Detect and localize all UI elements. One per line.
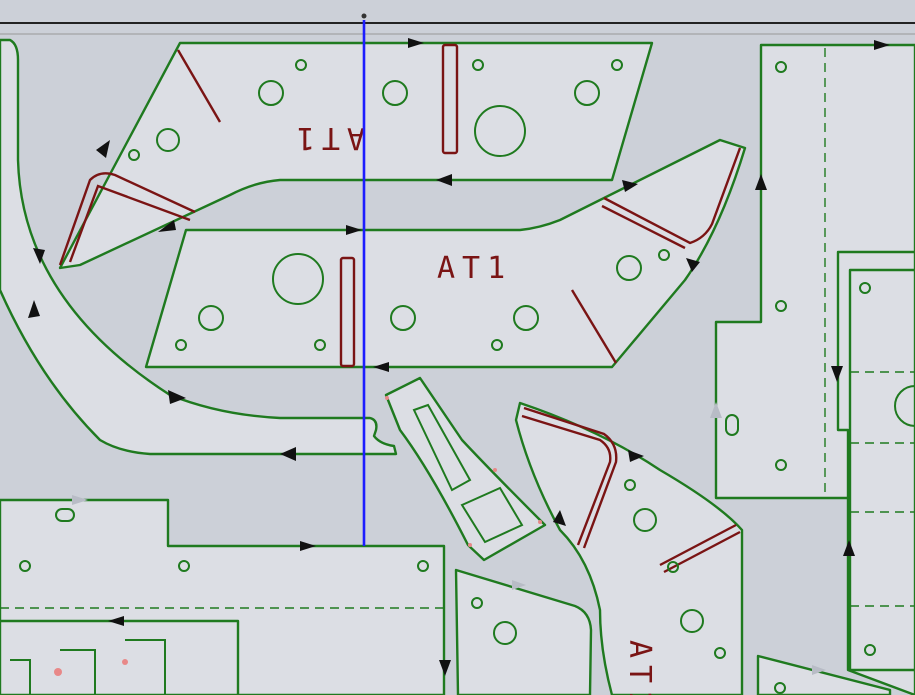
direction-arrow — [686, 258, 700, 272]
curved-strip-part[interactable] — [0, 38, 398, 456]
middle-part-slot-3 — [603, 147, 742, 245]
direction-arrow — [168, 390, 186, 404]
top-part-slot-3b — [68, 184, 191, 263]
bracket-cutout-1 — [412, 403, 472, 492]
small-bracket-part[interactable] — [384, 376, 547, 562]
middle-part-slot-1 — [339, 256, 356, 368]
ghost-arrow — [512, 580, 526, 590]
direction-arrow — [33, 248, 45, 264]
direction-arrow — [158, 220, 176, 232]
direction-arrow — [553, 510, 566, 526]
direction-arrow — [831, 366, 843, 382]
top-part-hole — [574, 80, 600, 106]
marker-dot — [538, 520, 542, 524]
middle-part-hole — [198, 305, 224, 331]
direction-arrow — [436, 174, 452, 186]
direction-arrow — [300, 541, 316, 551]
top-part-small-hole — [472, 59, 484, 71]
far-right-inner-plate[interactable] — [848, 268, 915, 672]
direction-arrow — [408, 38, 424, 48]
direction-arrow — [373, 362, 389, 372]
middle-part-small-hole — [314, 339, 326, 351]
wedge-small-hole — [667, 561, 679, 573]
plate-small-hole — [417, 560, 429, 572]
top-part-hole — [258, 80, 284, 106]
ghost-arrow — [710, 402, 722, 418]
slot-hole — [725, 414, 739, 436]
ghost-arrow — [812, 665, 826, 675]
middle-part-small-hole — [658, 249, 670, 261]
plate-small-hole — [859, 282, 871, 294]
marker-dot — [468, 543, 472, 547]
origin-point — [361, 13, 367, 19]
wedge-slot-1 — [521, 414, 612, 546]
top-part-small-hole — [295, 59, 307, 71]
wedge-small-hole — [624, 479, 636, 491]
middle-part-small-hole — [175, 339, 187, 351]
bracket-cutout-2 — [460, 486, 524, 544]
top-part-etch-label: AT1 — [290, 120, 365, 155]
direction-arrow — [874, 40, 890, 50]
direction-arrow — [346, 225, 362, 235]
top-part-small-hole — [611, 59, 623, 71]
plate-small-hole — [178, 560, 190, 572]
middle-part-hole — [616, 255, 642, 281]
direction-arrow — [108, 616, 124, 626]
bottom-left-cutout — [10, 639, 166, 695]
wedge-slot-2 — [663, 530, 741, 574]
top-part-slot-2 — [441, 43, 459, 155]
direction-arrow — [843, 540, 855, 556]
slot-hole — [55, 508, 75, 522]
marker-dot — [54, 668, 62, 676]
top-part-large-hole — [474, 105, 526, 157]
wedge-hole — [633, 508, 657, 532]
ghost-arrow — [72, 495, 88, 505]
lower-middle-plate[interactable] — [454, 568, 593, 695]
plate-small-hole — [471, 597, 483, 609]
wedge-slot-1b — [523, 406, 618, 549]
plate-small-hole — [775, 300, 787, 312]
marker-dot — [493, 468, 497, 472]
direction-arrow — [628, 450, 644, 462]
wedge-slot-2b — [659, 523, 737, 567]
top-part-small-hole — [128, 149, 140, 161]
wedge-hole — [680, 609, 704, 633]
direction-arrow — [28, 300, 40, 318]
marker-dot — [122, 659, 128, 665]
plate-arc-cutout — [894, 385, 915, 427]
middle-parallelogram-part[interactable] — [144, 138, 747, 369]
top-part-hole — [382, 80, 408, 106]
middle-part-small-hole — [491, 339, 503, 351]
direction-arrow — [622, 180, 638, 192]
bottom-part-etch-label: AT1 — [622, 640, 657, 695]
direction-arrow — [96, 140, 110, 158]
middle-part-hole — [390, 305, 416, 331]
top-part-slot-3 — [58, 172, 196, 266]
plate-hole — [493, 621, 517, 645]
bottom-left-subpart[interactable] — [0, 619, 240, 695]
plate-small-hole — [19, 560, 31, 572]
direction-arrows — [28, 38, 890, 676]
wedge-small-hole — [714, 647, 726, 659]
middle-part-hole — [513, 305, 539, 331]
plate-small-hole — [775, 61, 787, 73]
direction-arrow — [755, 174, 767, 190]
middle-part-slot-2 — [570, 289, 618, 364]
middle-part-large-hole — [272, 253, 324, 305]
middle-part-slot-3b — [601, 204, 686, 250]
direction-arrow — [280, 447, 296, 461]
plate-small-hole — [775, 459, 787, 471]
top-part-hole — [156, 128, 180, 152]
marker-dot — [385, 396, 389, 400]
bottom-right-plate[interactable] — [756, 654, 892, 695]
direction-arrow — [439, 660, 451, 676]
plate-small-hole — [774, 682, 786, 694]
top-part-slot-1 — [176, 49, 222, 123]
middle-part-etch-label: AT1 — [437, 251, 512, 286]
plate-small-hole — [864, 644, 876, 656]
